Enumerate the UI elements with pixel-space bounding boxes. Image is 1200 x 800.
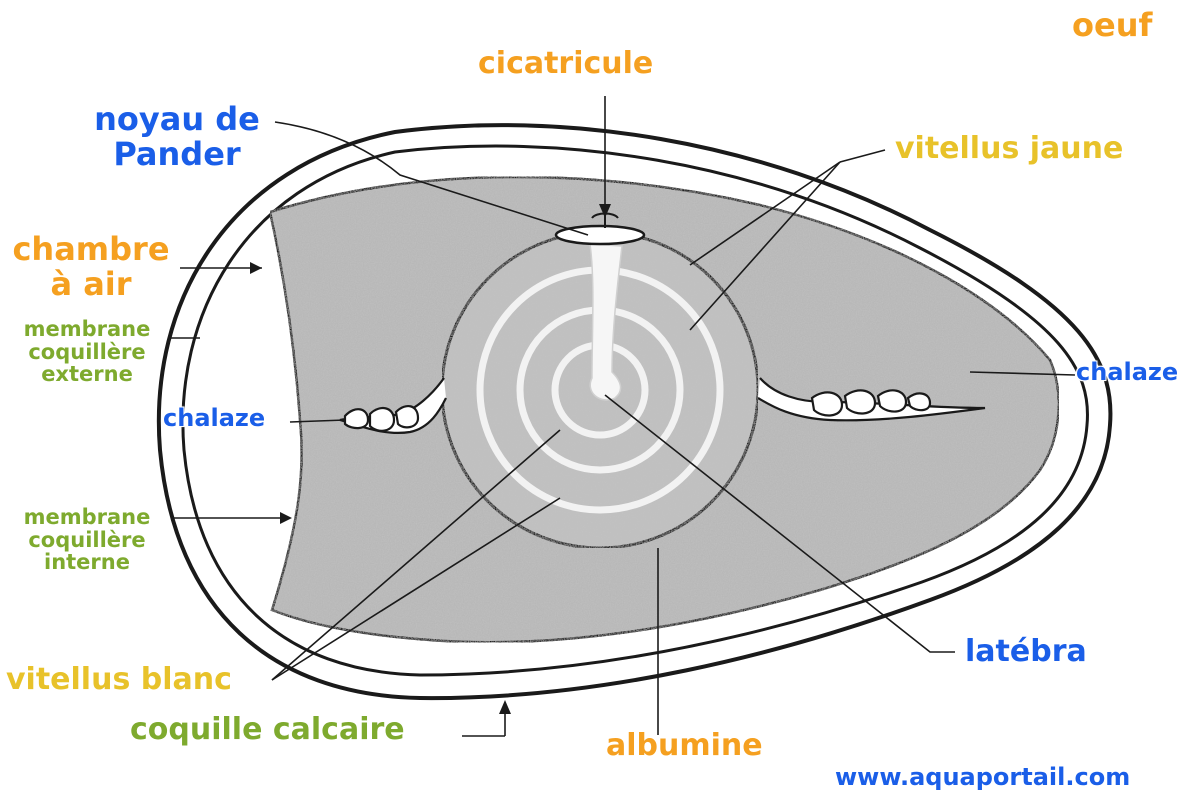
label-membrane-int-line3: interne bbox=[44, 550, 130, 575]
label-membrane-interne: membrane coquillère interne bbox=[2, 506, 172, 574]
label-chambre-line2: à air bbox=[50, 264, 132, 303]
shell-membrane bbox=[181, 144, 1089, 677]
label-noyau-line1: noyau de bbox=[94, 100, 260, 138]
website-link[interactable]: www.aquaportail.com bbox=[835, 763, 1131, 791]
latebra-column bbox=[589, 243, 623, 401]
label-chambre-line1: chambre bbox=[12, 230, 170, 268]
label-chalaze-left: chalaze bbox=[163, 404, 266, 432]
label-chalaze-right: chalaze bbox=[1076, 358, 1179, 386]
label-noyau-line2: Pander bbox=[113, 134, 241, 173]
label-vitellus-blanc: vitellus blanc bbox=[6, 662, 232, 697]
label-membrane-int-line1: membrane bbox=[23, 505, 151, 529]
label-membrane-externe: membrane coquillère externe bbox=[2, 318, 172, 386]
label-coquille-calcaire: coquille calcaire bbox=[130, 712, 405, 747]
label-latebra: latébra bbox=[965, 634, 1087, 669]
chalaza-right bbox=[757, 377, 986, 422]
pointer-lines bbox=[168, 96, 1076, 737]
label-membrane-ext-line2: coquillère bbox=[28, 339, 146, 364]
label-membrane-int-line2: coquillère bbox=[28, 527, 146, 552]
label-albumine: albumine bbox=[606, 728, 763, 763]
label-membrane-ext-line3: externe bbox=[41, 362, 133, 387]
label-noyau-de-pander: noyau de Pander bbox=[82, 102, 272, 171]
diagram-title: oeuf bbox=[1072, 6, 1153, 44]
label-membrane-ext-line1: membrane bbox=[23, 317, 151, 341]
germinal-disc bbox=[554, 224, 646, 246]
arrow-heads bbox=[250, 204, 611, 714]
label-vitellus-jaune: vitellus jaune bbox=[895, 131, 1124, 166]
label-cicatricule: cicatricule bbox=[478, 46, 654, 81]
label-chambre-a-air: chambre à air bbox=[2, 232, 180, 301]
